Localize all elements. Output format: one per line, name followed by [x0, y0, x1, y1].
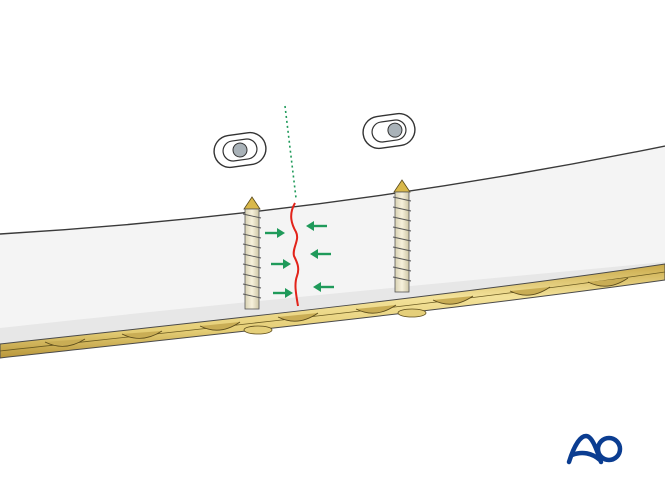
plate — [0, 263, 665, 359]
arrow-right-icon — [265, 228, 285, 238]
arrow-right-icon — [273, 288, 293, 298]
dotted-guide-line — [284, 105, 297, 199]
arrow-left-icon — [306, 221, 327, 231]
plate-hole-1 — [213, 131, 267, 169]
compression-arrows — [265, 221, 334, 298]
plate-hole-2 — [362, 112, 416, 150]
arrow-left-icon — [310, 249, 331, 259]
fracture-line — [290, 202, 300, 307]
screw-2 — [392, 179, 412, 293]
screw-1 — [242, 196, 262, 310]
arrow-left-icon — [313, 282, 334, 292]
arrow-right-icon — [271, 259, 291, 269]
ao-logo — [566, 433, 623, 465]
